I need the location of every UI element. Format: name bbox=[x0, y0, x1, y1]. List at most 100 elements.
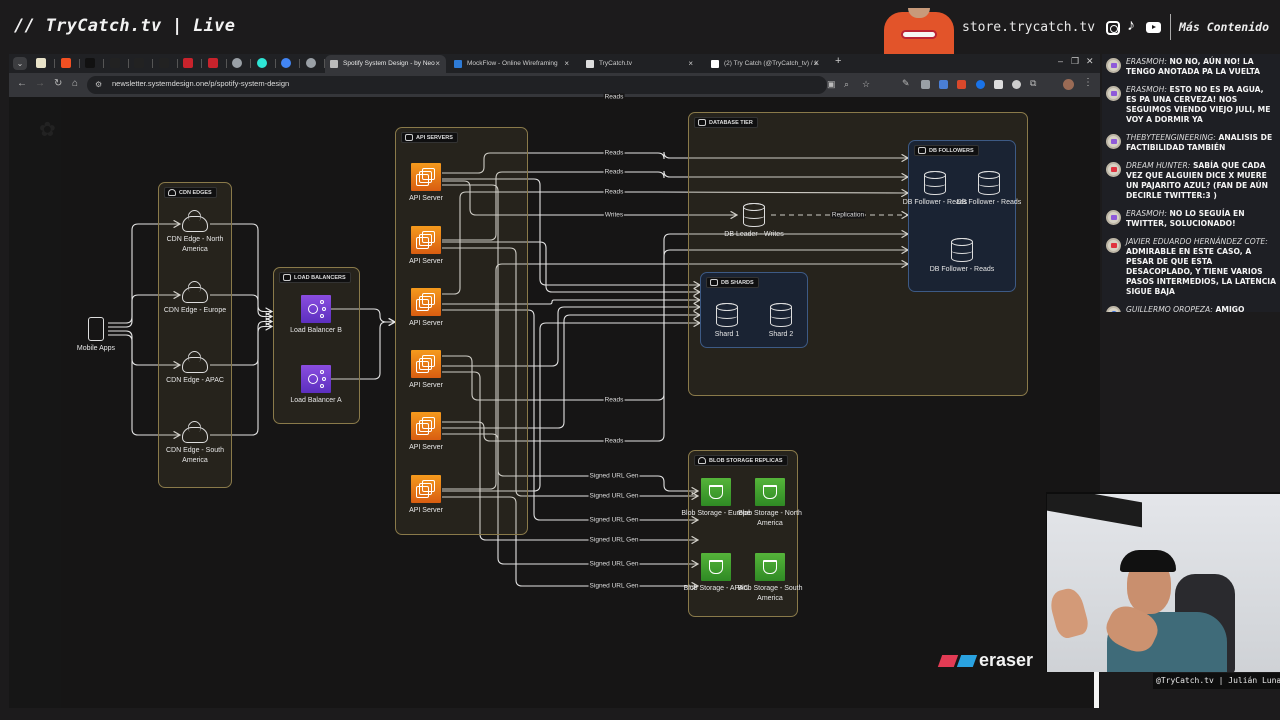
connector-api-3-to-shard-1[interactable] bbox=[442, 300, 700, 305]
new-tab-button[interactable]: + bbox=[835, 55, 842, 67]
node-api-5[interactable]: API Server bbox=[386, 412, 466, 453]
connector-api-1-to-blob-eu[interactable] bbox=[442, 184, 698, 491]
group-followers[interactable]: DB FOLLOWERS bbox=[908, 140, 1016, 292]
connector-api-2-to-blob-eu[interactable] bbox=[442, 247, 698, 496]
connector-api-4-to-shard-1[interactable] bbox=[442, 307, 700, 367]
tab-search-button[interactable]: ⌄ bbox=[13, 57, 27, 70]
node-cdn-eu[interactable]: CDN Edge - Europe bbox=[160, 281, 230, 316]
pen-extension-icon[interactable]: ✎ bbox=[902, 78, 910, 88]
node-blob-eu[interactable]: Blob Storage - Europe bbox=[676, 478, 756, 519]
blue-extension-icon[interactable] bbox=[976, 80, 985, 89]
node-api-6[interactable]: API Server bbox=[386, 475, 466, 516]
connector-cdn-eu-to-lb-b[interactable] bbox=[210, 294, 272, 317]
group-lb[interactable]: LOAD BALANCERS bbox=[273, 267, 360, 424]
card-extension-icon[interactable] bbox=[994, 80, 1003, 89]
pinned-tab-medium-icon[interactable] bbox=[134, 58, 144, 68]
node-shard-2[interactable]: Shard 2 bbox=[746, 301, 816, 340]
pinned-tab-globe-icon[interactable] bbox=[232, 58, 242, 68]
pinned-tab-medium-icon[interactable] bbox=[158, 58, 169, 68]
pinned-tab-n-icon[interactable] bbox=[183, 58, 193, 68]
node-cdn-na[interactable]: CDN Edge - North America bbox=[160, 210, 230, 255]
bookmark-star-icon[interactable]: ☆ bbox=[862, 79, 871, 89]
node-lb-a[interactable]: Load Balancer A bbox=[276, 365, 356, 406]
node-api-1[interactable]: API Server bbox=[386, 163, 466, 204]
site-settings-icon[interactable]: ⚙ bbox=[95, 80, 103, 89]
node-mobile[interactable]: Mobile Apps bbox=[56, 315, 136, 354]
connector-lb-a-to-api-2[interactable] bbox=[331, 322, 395, 380]
connector-mobile-to-cdn-na[interactable] bbox=[108, 224, 180, 324]
connector-api-2-to-follower-1[interactable] bbox=[442, 170, 908, 241]
tab-close-icon[interactable]: × bbox=[688, 59, 693, 68]
connector-api-3-to-blob-eu[interactable] bbox=[442, 309, 698, 520]
tab-close-icon[interactable]: × bbox=[813, 59, 818, 68]
record-extension-icon[interactable] bbox=[1012, 80, 1021, 89]
pinned-tab-hand-icon[interactable] bbox=[36, 58, 46, 68]
node-api-3[interactable]: API Server bbox=[386, 288, 466, 329]
connector-api-6-to-follower-3[interactable] bbox=[442, 264, 908, 490]
home-button[interactable]: ⌂ bbox=[72, 78, 79, 89]
node-shard-1[interactable]: Shard 1 bbox=[692, 301, 762, 340]
group-blob[interactable]: BLOB STORAGE REPLICAS bbox=[688, 450, 798, 617]
node-blob-apac[interactable]: Blob Storage - APAC bbox=[676, 553, 756, 594]
screen-extension-icon[interactable] bbox=[921, 80, 930, 89]
pinned-tab-google-icon[interactable] bbox=[281, 58, 291, 68]
connector-api-5-to-blob-eu[interactable] bbox=[442, 433, 698, 564]
connector-api-4-to-follower-3[interactable] bbox=[442, 234, 908, 401]
close-window-button[interactable]: ✕ bbox=[1086, 56, 1094, 66]
node-follower-1[interactable]: DB Follower - Reads bbox=[900, 169, 970, 208]
connector-api-6-to-shard-1[interactable] bbox=[442, 323, 700, 492]
tab-close-icon[interactable]: × bbox=[435, 59, 440, 68]
connector-mobile-to-cdn-eu[interactable] bbox=[108, 295, 180, 328]
translate-icon[interactable]: ▣ bbox=[827, 79, 836, 89]
pinned-tab-globe-icon[interactable] bbox=[305, 58, 316, 68]
node-follower-2[interactable]: DB Follower - Reads bbox=[954, 169, 1024, 208]
extensions-puzzle-icon[interactable]: ⧉ bbox=[1030, 78, 1037, 88]
connector-mobile-to-cdn-sa[interactable] bbox=[108, 334, 180, 435]
connector-api-6-to-blob-eu[interactable] bbox=[442, 496, 698, 586]
forward-button[interactable]: → bbox=[35, 78, 45, 89]
reload-button[interactable]: ↻ bbox=[54, 78, 63, 89]
url-text[interactable]: newsletter.systemdesign.one/p/spotify-sy… bbox=[112, 79, 290, 88]
node-cdn-sa[interactable]: CDN Edge - South America bbox=[160, 421, 230, 466]
browser-tab[interactable]: TryCatch.tv× bbox=[581, 55, 699, 73]
connector-lb-b-to-api-2[interactable] bbox=[331, 308, 395, 322]
connector-api-1-to-follower-1[interactable] bbox=[442, 151, 908, 174]
twitch-icon bbox=[1106, 210, 1121, 225]
tab-favicon-icon bbox=[586, 60, 594, 68]
connector-api-5-to-follower-3[interactable] bbox=[442, 250, 908, 442]
connector-api-5-to-shard-1[interactable] bbox=[442, 315, 700, 429]
browser-tab[interactable]: Spotify System Design - by Neo× bbox=[325, 55, 446, 73]
pinned-tab-medium-icon[interactable] bbox=[109, 58, 120, 68]
browser-tab[interactable]: (2) Try Catch (@TryCatch_tv) / X× bbox=[706, 55, 824, 73]
pinned-tab-circle-icon[interactable] bbox=[256, 58, 267, 68]
node-blob-sa[interactable]: Blob Storage - South America bbox=[730, 553, 810, 604]
node-cdn-apac[interactable]: CDN Edge - APAC bbox=[160, 351, 230, 386]
browser-tab[interactable]: MockFlow - Online Wireframing× bbox=[449, 55, 575, 73]
back-button[interactable]: ← bbox=[17, 78, 27, 89]
pinned-tab-n-icon[interactable] bbox=[207, 58, 218, 68]
connector-cdn-na-to-lb-b[interactable] bbox=[210, 223, 272, 312]
group-api[interactable]: API SERVERS bbox=[395, 127, 528, 535]
connector-cdn-sa-to-lb-b[interactable] bbox=[210, 327, 272, 436]
translate-extension-icon[interactable] bbox=[939, 80, 948, 89]
pinned-tab-microsoft-icon[interactable] bbox=[60, 58, 71, 68]
node-lb-b[interactable]: Load Balancer B bbox=[276, 295, 356, 336]
profile-avatar[interactable] bbox=[1063, 79, 1074, 90]
zoom-icon[interactable]: ⌕ bbox=[844, 79, 850, 89]
connector-api-1-to-shard-1[interactable] bbox=[442, 178, 700, 285]
connector-api-2-to-shard-1[interactable] bbox=[442, 241, 700, 292]
office-extension-icon[interactable] bbox=[957, 80, 966, 89]
node-api-2[interactable]: API Server bbox=[386, 226, 466, 267]
node-blob-na[interactable]: Blob Storage - North America bbox=[730, 478, 810, 529]
node-db-leader[interactable]: DB Leader - Writes bbox=[719, 201, 789, 240]
restore-button[interactable]: ❐ bbox=[1071, 56, 1080, 66]
browser-menu-icon[interactable]: ⋮ bbox=[1083, 77, 1093, 88]
node-follower-3[interactable]: DB Follower - Reads bbox=[927, 236, 997, 275]
connector-api-1-to-db-leader[interactable] bbox=[442, 180, 737, 215]
node-api-4[interactable]: API Server bbox=[386, 350, 466, 391]
minimize-button[interactable]: – bbox=[1058, 56, 1064, 66]
pinned-tab-k-icon[interactable] bbox=[85, 58, 95, 68]
address-bar[interactable]: ⚙ newsletter.systemdesign.one/p/spotify-… bbox=[87, 76, 870, 94]
connector-api-3-to-follower-2[interactable] bbox=[442, 192, 908, 295]
tab-close-icon[interactable]: × bbox=[564, 59, 569, 68]
